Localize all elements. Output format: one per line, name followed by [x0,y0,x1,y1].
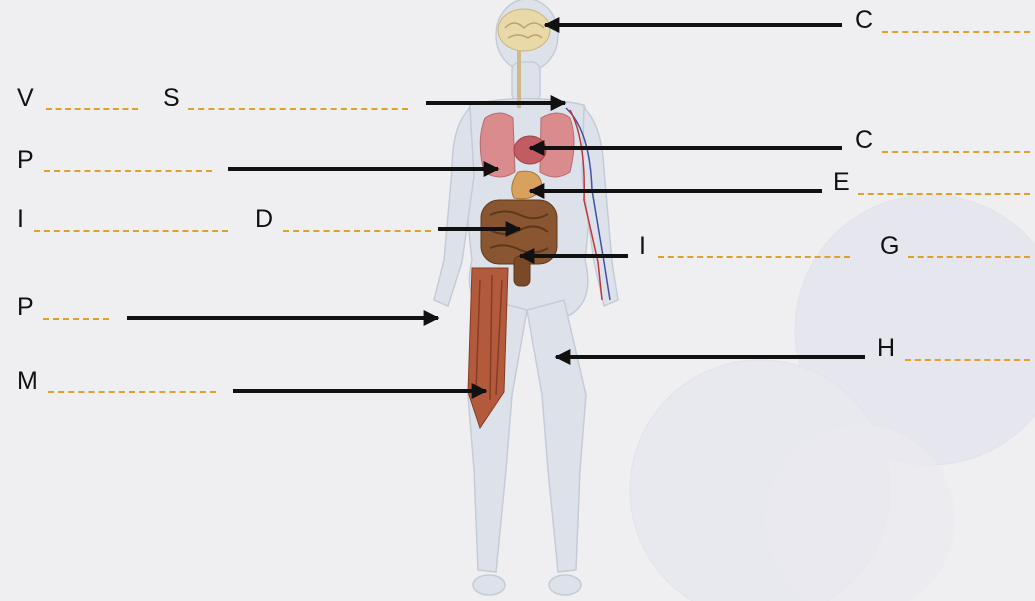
answer-blank-cerebro[interactable] [882,31,1030,33]
answer-blank-musculo[interactable] [48,391,216,393]
label-corazon: C [855,128,873,153]
answer-blank-corazon[interactable] [882,151,1030,153]
answer-blank-estomago[interactable] [858,193,1030,195]
answer-blank-vasos[interactable] [46,108,138,110]
label-piel: P [17,295,34,320]
label-hueso: H [877,336,895,361]
label-cerebro: C [855,8,873,33]
answer-blank-digestivo[interactable] [283,230,431,232]
label-estomago: E [833,170,850,195]
answer-blank-sistema[interactable] [188,108,408,110]
label-vasos: V [17,86,34,111]
answer-blank-piel[interactable] [43,318,109,320]
answer-blank-grueso[interactable] [908,256,1030,258]
label-intestino-izq: I [17,207,24,232]
answer-blank-pulmones[interactable] [44,170,212,172]
body-silhouette [434,0,618,595]
label-sistema: S [163,86,180,111]
label-intestino-der: I [639,234,646,259]
label-pulmones: P [17,148,34,173]
label-grueso: G [880,234,899,259]
answer-blank-hueso[interactable] [905,359,1030,361]
label-digestivo: D [255,207,273,232]
answer-blank-intestino-izq[interactable] [34,230,228,232]
answer-blank-intestino-der[interactable] [658,256,850,258]
label-musculo: M [17,369,38,394]
brain-illustration [498,9,550,51]
